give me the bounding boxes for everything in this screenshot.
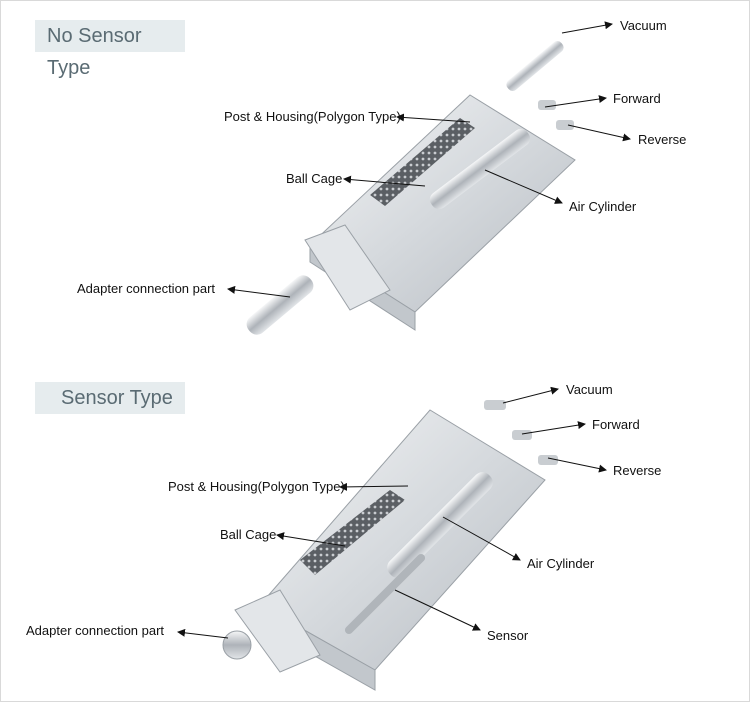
label-vacuum-1: Vacuum	[620, 18, 667, 33]
arrow-adapter-2	[177, 628, 229, 639]
arrow-forward-2	[521, 421, 586, 435]
label-forward-2: Forward	[592, 417, 640, 432]
label-adapter-2: Adapter connection part	[26, 623, 165, 638]
arrow-air-cylinder-2	[442, 516, 521, 561]
label-air-cylinder-1: Air Cylinder	[569, 199, 637, 214]
arrow-reverse-2	[547, 457, 607, 473]
forward-fitting-1	[538, 100, 556, 110]
device-no-sensor	[246, 40, 576, 335]
label-forward-1: Forward	[613, 91, 661, 106]
section-title-no-sensor: No Sensor Type	[35, 20, 185, 79]
reverse-fitting-1	[556, 120, 574, 130]
label-reverse-1: Reverse	[638, 132, 687, 147]
adapter-block-2	[234, 589, 321, 673]
label-ball-cage-2: Ball Cage	[220, 527, 277, 542]
reverse-fitting-2	[538, 455, 558, 465]
arrow-air-cylinder-1	[484, 169, 563, 204]
label-post-housing-1: Post & Housing(Polygon Type)	[224, 109, 401, 124]
adapter-block-1	[304, 224, 391, 311]
air-cylinder-2	[387, 472, 493, 578]
arrow-ball-cage-1	[343, 175, 426, 187]
label-vacuum-2: Vacuum	[566, 382, 613, 397]
adapter-connector-2	[222, 630, 252, 660]
label-adapter-1: Adapter connection part	[77, 281, 216, 296]
arrow-vacuum-2	[502, 386, 559, 404]
device-sensor	[222, 400, 558, 691]
arrow-ball-cage-2	[276, 532, 346, 547]
adapter-connector-1	[246, 275, 314, 335]
arrow-vacuum-1	[561, 21, 613, 34]
ball-cage-2	[300, 490, 405, 575]
vacuum-fitting-2	[484, 400, 506, 410]
arrow-reverse-1	[567, 124, 631, 142]
forward-fitting-2	[512, 430, 532, 440]
arrow-forward-1	[544, 95, 607, 108]
label-reverse-2: Reverse	[613, 463, 662, 478]
section-title-sensor: Sensor Type	[35, 382, 185, 414]
arrow-adapter-1	[227, 285, 291, 298]
air-cylinder-1	[429, 128, 531, 210]
arrow-post-housing-1	[396, 113, 471, 123]
label-air-cylinder-2: Air Cylinder	[527, 556, 595, 571]
label-sensor-2: Sensor	[487, 628, 529, 643]
sensor-rod-2	[344, 553, 426, 635]
label-ball-cage-1: Ball Cage	[286, 171, 343, 186]
vacuum-tube-1	[506, 40, 564, 92]
label-post-housing-2: Post & Housing(Polygon Type)	[168, 479, 345, 494]
arrow-post-housing-2	[339, 482, 409, 491]
arrow-sensor-2	[394, 589, 481, 631]
